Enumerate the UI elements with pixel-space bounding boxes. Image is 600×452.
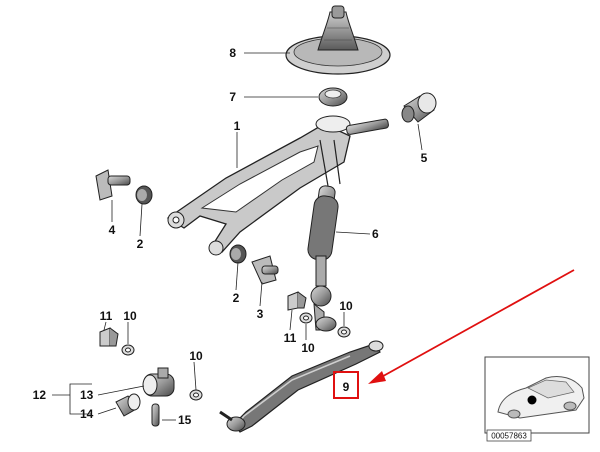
callout-2: 2 (137, 237, 144, 251)
clip-icon (99, 327, 119, 347)
arrow-icon (368, 269, 575, 384)
callout-11: 11 (284, 331, 297, 345)
callout-3: 3 (257, 307, 264, 321)
washer-icon (299, 312, 313, 324)
callout-12: 12 (33, 388, 47, 402)
shift-rod-icon (307, 185, 339, 332)
clip-icon (251, 255, 279, 285)
callout-8: 8 (229, 46, 236, 60)
selector-rod-icon (219, 340, 384, 433)
callout-5: 5 (421, 151, 428, 165)
callout-14: 14 (80, 407, 94, 421)
joint-icon (142, 367, 175, 397)
retaining-ring-icon (318, 87, 348, 107)
highlight-box (333, 371, 359, 399)
clip-icon (287, 291, 307, 311)
washer-icon (121, 344, 135, 356)
callout-4: 4 (109, 223, 116, 237)
bushing-icon (401, 92, 437, 123)
bushing-small-icon (229, 244, 247, 264)
callout-10: 10 (123, 309, 137, 323)
callout-10: 10 (301, 341, 315, 355)
callout-1: 1 (234, 119, 241, 133)
callout-7: 7 (229, 90, 236, 104)
inset-panel: 00057863 (484, 356, 590, 442)
washer-icon (189, 389, 203, 401)
callout-13: 13 (80, 388, 94, 402)
car-silhouette-icon (497, 375, 585, 419)
clip-icon (95, 169, 131, 201)
callout-10: 10 (339, 299, 353, 313)
sleeve-icon (115, 393, 141, 417)
callout-10: 10 (189, 349, 203, 363)
callout-6: 6 (372, 227, 379, 241)
inset-reference: 00057863 (491, 432, 527, 441)
callout-11: 11 (100, 309, 113, 323)
callout-2: 2 (233, 291, 240, 305)
shift-lever-icon (166, 115, 389, 256)
callout-9: 9 (343, 380, 350, 394)
shift-boot-icon (285, 5, 391, 75)
callout-15: 15 (178, 413, 192, 427)
leader-lines (52, 52, 423, 421)
washer-icon (337, 326, 351, 338)
bushing-small-icon (135, 185, 153, 205)
pin-icon (151, 403, 160, 427)
